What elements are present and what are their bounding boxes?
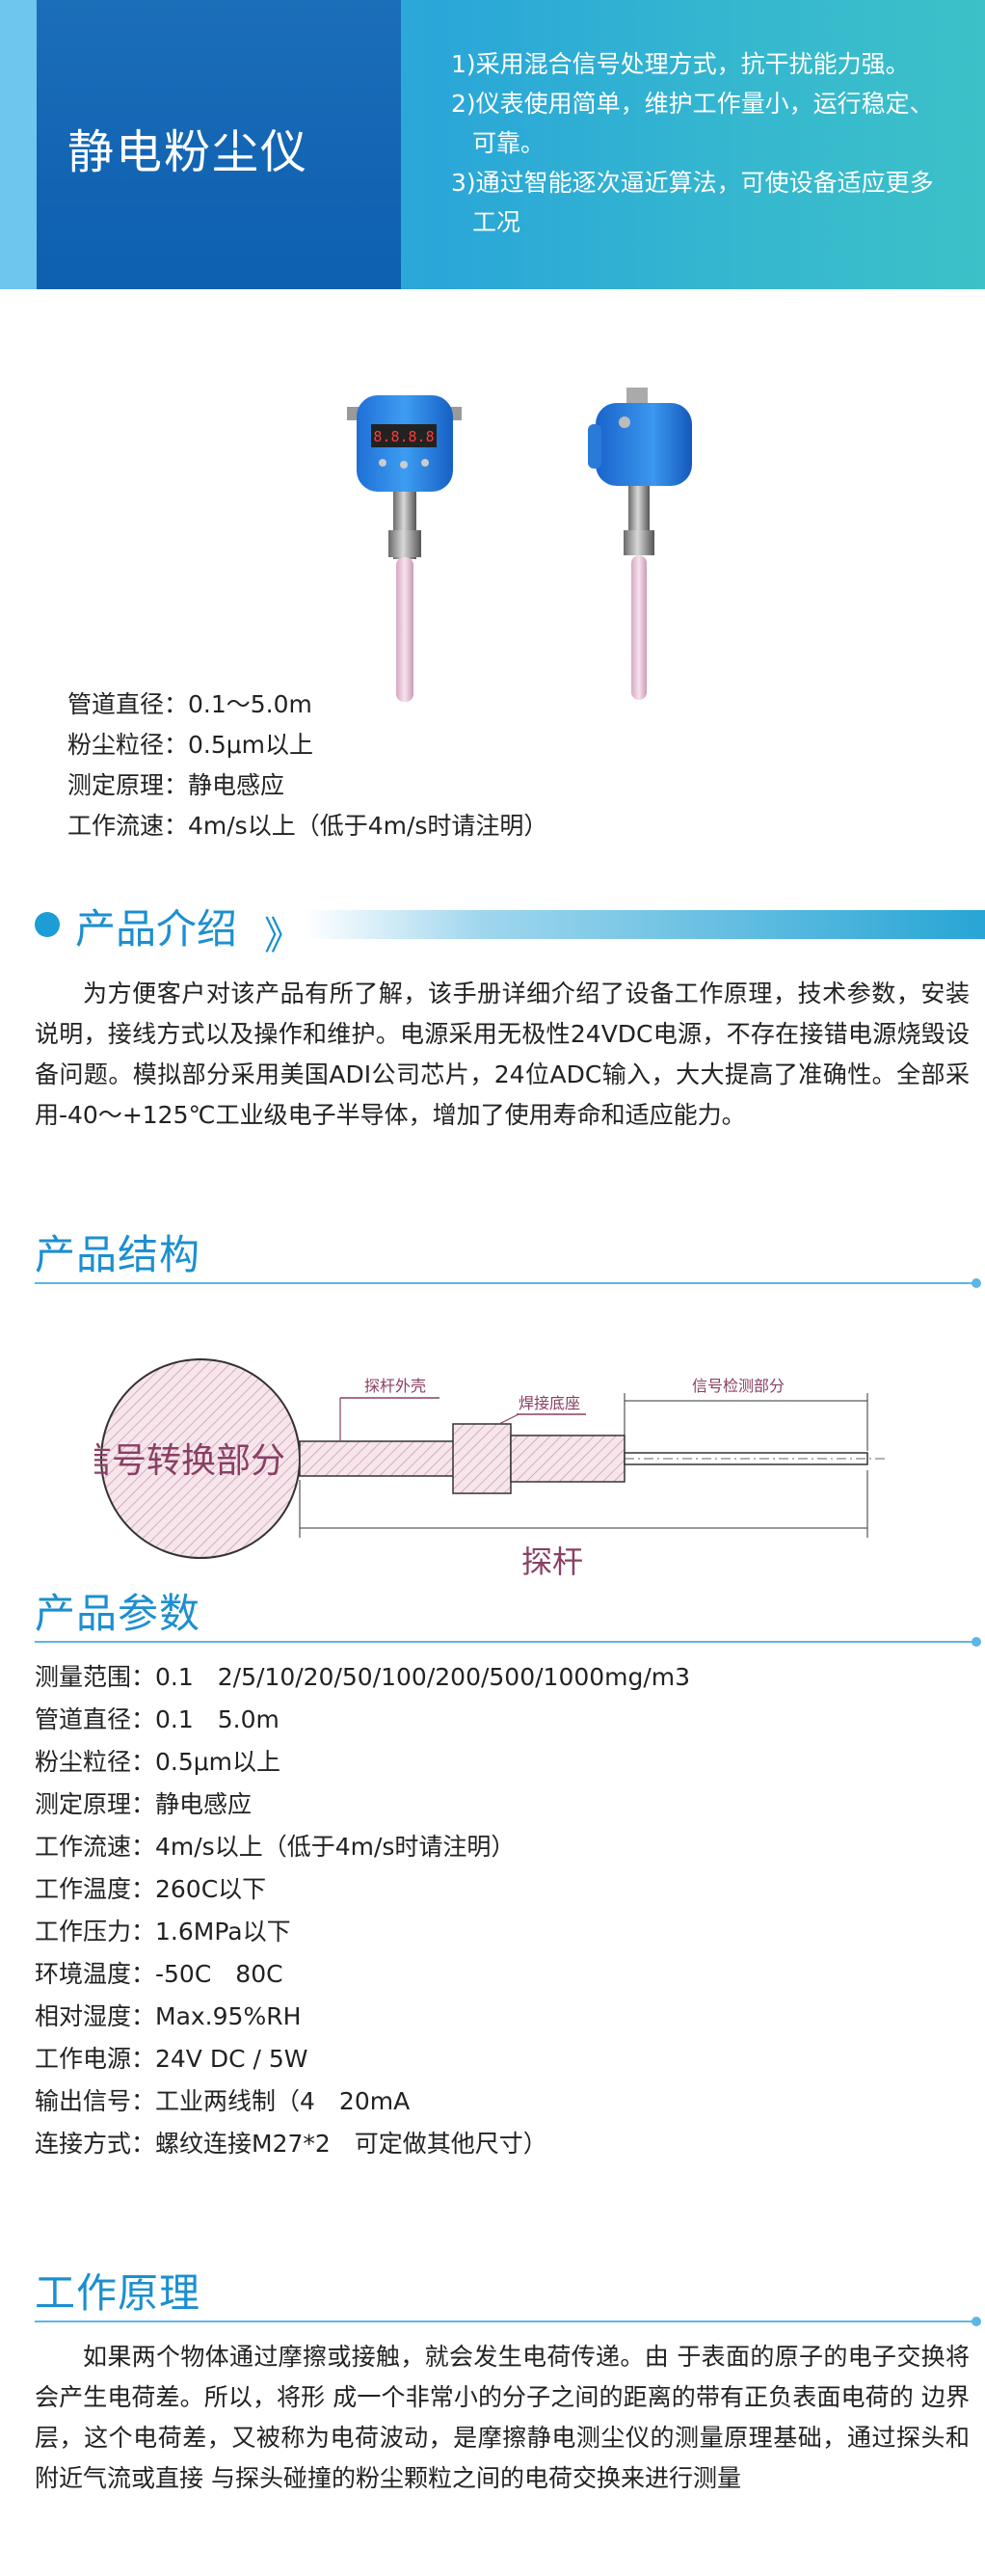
device-side-image <box>588 388 692 700</box>
param-item: 管道直径：0.1 5.0m <box>35 1705 280 1733</box>
quick-spec-item: 管道直径：0.1～5.0m <box>67 690 312 718</box>
quick-spec-item: 粉尘粒径：0.5μm以上 <box>67 731 314 759</box>
structure-diagram: 信号转换部分 探杆外壳 焊接底座 信号检测部分 探杆 <box>94 1358 885 1580</box>
svg-text:8.8.8.8: 8.8.8.8 <box>373 428 434 445</box>
detect-label: 信号检测部分 <box>692 1377 785 1395</box>
params-section-header: 产品参数 <box>35 1581 985 1649</box>
param-item: 粉尘粒径：0.5μm以上 <box>35 1748 281 1776</box>
weld-label: 焊接底座 <box>519 1394 580 1412</box>
bullet-dot-icon <box>35 912 60 937</box>
intro-header-bar <box>305 910 985 939</box>
quick-spec-list: 管道直径：0.1～5.0m 粉尘粒径：0.5μm以上 测定原理：静电感应 工作流… <box>67 684 547 846</box>
intro-section-header: 产品介绍 》 <box>35 897 985 958</box>
param-item: 环境温度：-50C 80C <box>35 1960 283 1988</box>
param-item: 连接方式：螺纹连接M27*2 可定做其他尺寸） <box>35 2130 547 2158</box>
divider-end-dot-icon <box>972 1278 981 1288</box>
feature-item: 1)采用混合信号处理方式，抗干扰能力强。 <box>451 50 910 78</box>
probe-label: 探杆 <box>521 1543 583 1580</box>
section-divider <box>35 2321 974 2322</box>
param-item: 相对湿度：Max.95%RH <box>35 2002 302 2030</box>
head-label: 信号转换部分 <box>94 1441 285 1481</box>
intro-paragraph: 为方便客户对该产品有所了解，该手册详细介绍了设备工作原理，技术参数，安装说明，接… <box>35 979 970 1129</box>
param-item: 工作电源：24V DC / 5W <box>35 2045 308 2073</box>
principle-paragraph: 如果两个物体通过摩擦或接触，就会发生电荷传递。由 于表面的原子的电子交换将会产生… <box>35 2343 970 2492</box>
divider-end-dot-icon <box>972 1637 981 1647</box>
param-item: 测量范围：0.1 2/5/10/20/50/100/200/500/1000mg… <box>35 1663 691 1691</box>
section-divider <box>35 1282 974 1284</box>
param-item: 测定原理：静电感应 <box>35 1790 253 1818</box>
principle-section-header: 工作原理 <box>35 2261 985 2328</box>
feature-item: 3)通过智能逐次逼近算法，可使设备适应更多工况 <box>451 169 934 236</box>
feature-list: 1)采用混合信号处理方式，抗干扰能力强。 2)仪表使用简单，维护工作量小，运行稳… <box>451 44 952 242</box>
param-item: 工作温度：260C以下 <box>35 1875 267 1903</box>
param-item: 输出信号：工业两线制（4 20mA <box>35 2087 411 2115</box>
shell-label: 探杆外壳 <box>364 1377 426 1395</box>
quick-spec-item: 测定原理：静电感应 <box>67 771 285 799</box>
feature-item: 2)仪表使用简单，维护工作量小，运行稳定、可靠。 <box>451 90 934 157</box>
structure-title: 产品结构 <box>35 1231 201 1278</box>
header-banner: 静电粉尘仪 1)采用混合信号处理方式，抗干扰能力强。 2)仪表使用简单，维护工作… <box>0 0 985 289</box>
banner-title-panel <box>37 0 401 289</box>
device-front-image: 8.8.8.8 <box>347 395 462 702</box>
param-item: 工作流速：4m/s以上（低于4m/s时请注明） <box>35 1833 516 1861</box>
banner-edge <box>0 0 37 289</box>
param-list: 测量范围：0.1 2/5/10/20/50/100/200/500/1000mg… <box>35 1656 690 2165</box>
principle-title: 工作原理 <box>35 2269 201 2317</box>
quick-spec-item: 工作流速：4m/s以上（低于4m/s时请注明） <box>67 812 548 840</box>
divider-end-dot-icon <box>972 2317 981 2326</box>
page-title: 静电粉尘仪 <box>67 125 309 179</box>
intro-title: 产品介绍 <box>75 905 238 953</box>
section-divider <box>35 1641 974 1643</box>
double-chevron-icon: 》 <box>264 914 303 958</box>
structure-section-header: 产品结构 <box>35 1222 985 1290</box>
param-item: 工作压力：1.6MPa以下 <box>35 1918 291 1945</box>
params-title: 产品参数 <box>35 1590 201 1637</box>
